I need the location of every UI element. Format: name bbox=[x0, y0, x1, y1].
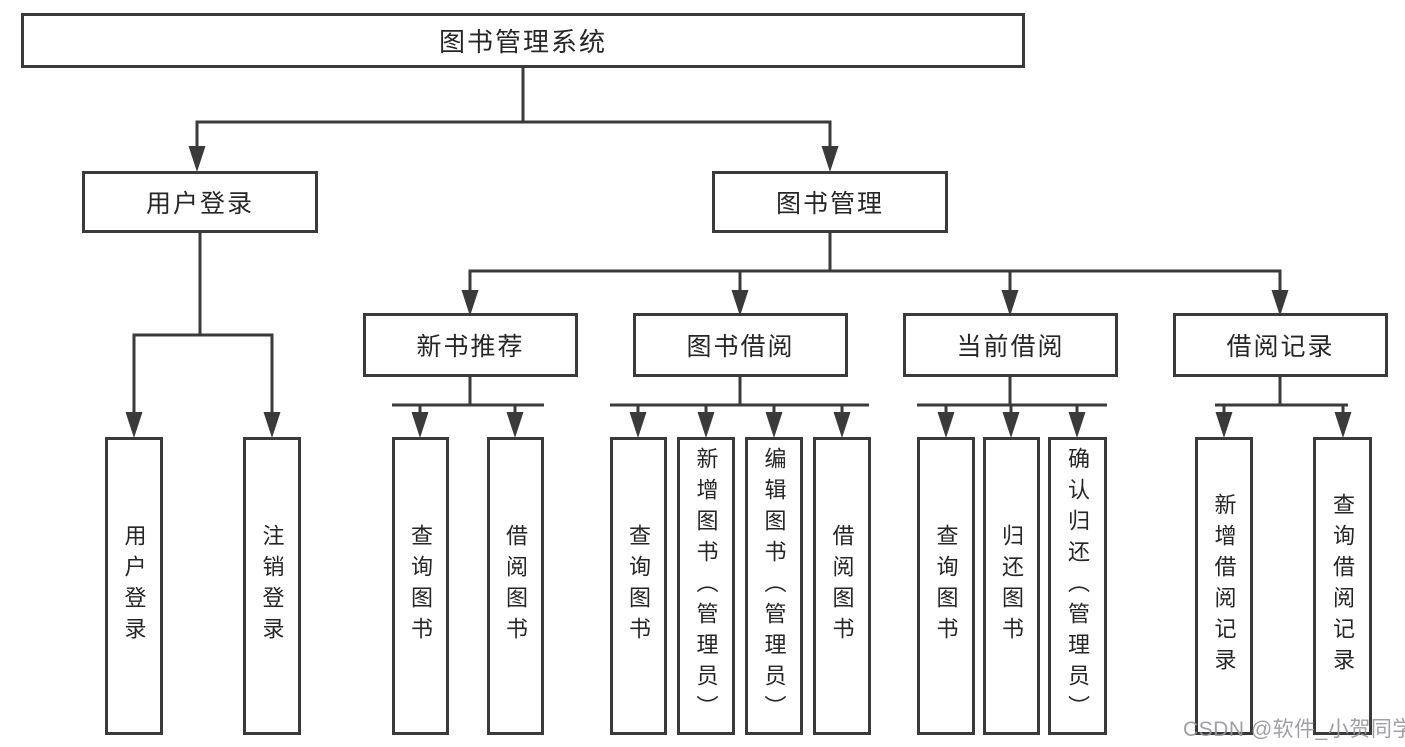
node-leaf-add-borrow-record: 新增借阅记录 bbox=[1195, 437, 1253, 735]
csdn-watermark: CSDN @软件_小贺同学 bbox=[1183, 718, 1405, 741]
node-leaf-edit-book-admin: 编辑图书（管理员） bbox=[745, 437, 803, 735]
node-current-borrowing: 当前借阅 bbox=[903, 313, 1118, 377]
node-leaf-user-login: 用户登录 bbox=[105, 437, 163, 735]
node-leaf-confirm-return-admin: 确认归还（管理员） bbox=[1048, 437, 1107, 735]
node-leaf-borrow-books-1: 借阅图书 bbox=[487, 437, 544, 735]
node-leaf-add-book-admin: 新增图书（管理员） bbox=[677, 437, 735, 735]
node-label: 编辑图书（管理员） bbox=[761, 446, 787, 726]
node-leaf-query-books-3: 查询图书 bbox=[917, 437, 975, 735]
node-leaf-query-borrow-record: 查询借阅记录 bbox=[1313, 437, 1372, 735]
node-label: 借阅图书 bbox=[829, 524, 855, 648]
node-leaf-return-books: 归还图书 bbox=[983, 437, 1040, 735]
node-label: 图书借阅 bbox=[686, 333, 795, 361]
node-leaf-logout: 注销登录 bbox=[243, 437, 301, 735]
node-label: 新书推荐 bbox=[416, 333, 525, 361]
node-label: 注销登录 bbox=[259, 524, 285, 648]
node-book-management: 图书管理 bbox=[712, 171, 948, 233]
node-borrowing-records: 借阅记录 bbox=[1173, 313, 1388, 377]
node-leaf-query-books-2: 查询图书 bbox=[610, 437, 667, 735]
node-label: 借阅图书 bbox=[503, 524, 529, 648]
node-leaf-borrow-books-2: 借阅图书 bbox=[813, 437, 871, 735]
node-label: 用户登录 bbox=[145, 190, 254, 218]
arrowhead-icons bbox=[125, 146, 1352, 438]
node-user-login: 用户登录 bbox=[82, 171, 318, 233]
node-label: 新增借阅记录 bbox=[1211, 493, 1237, 679]
node-label: 查询借阅记录 bbox=[1330, 493, 1356, 679]
node-leaf-query-books-1: 查询图书 bbox=[392, 437, 449, 735]
node-label: 图书管理 bbox=[775, 190, 884, 218]
node-label: 当前借阅 bbox=[956, 333, 1065, 361]
node-book-borrowing: 图书借阅 bbox=[633, 313, 848, 377]
node-label: 新增图书（管理员） bbox=[693, 446, 719, 726]
node-root-system: 图书管理系统 bbox=[21, 13, 1025, 68]
node-new-book-recommendation: 新书推荐 bbox=[363, 313, 578, 377]
node-label: 用户登录 bbox=[121, 524, 147, 648]
node-label: 查询图书 bbox=[933, 524, 959, 648]
node-label: 查询图书 bbox=[626, 524, 652, 648]
node-label: 归还图书 bbox=[999, 524, 1025, 648]
node-label: 查询图书 bbox=[408, 524, 434, 648]
node-label: 借阅记录 bbox=[1226, 333, 1335, 361]
node-label: 确认归还（管理员） bbox=[1065, 446, 1091, 726]
node-label: 图书管理系统 bbox=[438, 27, 607, 57]
